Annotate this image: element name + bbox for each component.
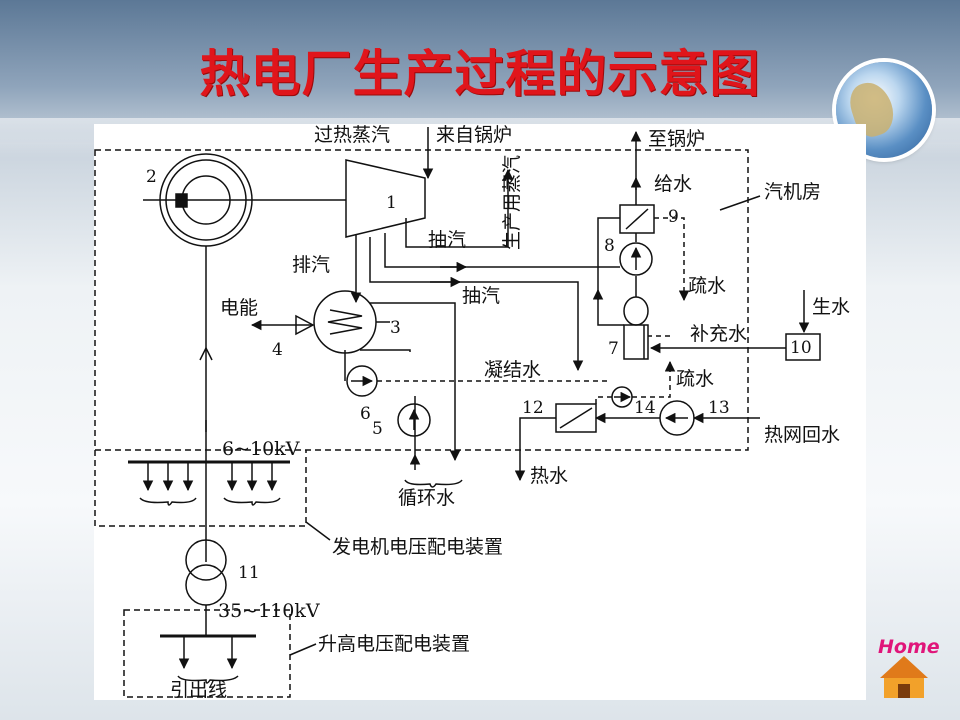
label-condensate: 凝结水 — [484, 359, 541, 381]
cooling-water-out — [370, 302, 461, 462]
label-exhaust-steam: 排汽 — [292, 254, 330, 276]
label-outgoing-lines: 引出线 — [170, 679, 227, 701]
steam-turbine — [345, 159, 426, 238]
stepup-switchgear-leader — [289, 643, 317, 656]
label-from-boiler: 来自锅炉 — [436, 124, 512, 146]
label-heating-return: 热网回水 — [764, 424, 840, 446]
drain-pump — [611, 386, 633, 408]
condensate-pump — [344, 350, 378, 397]
label-hot-water: 热水 — [530, 465, 568, 487]
label-extraction-1: 抽汽 — [428, 229, 466, 251]
label-extraction-2: 抽汽 — [462, 285, 500, 307]
num-4: 4 — [272, 340, 283, 360]
generator — [143, 153, 346, 247]
label-generator-switchgear: 发电机电压配电装置 — [332, 536, 503, 558]
feed-pump — [619, 242, 653, 276]
circulating-pump — [397, 403, 431, 437]
stepup-switchgear-boundary — [123, 609, 291, 698]
production-steam-line — [405, 168, 514, 248]
turbine-room-leader — [719, 195, 761, 211]
generator-switchgear-leader — [305, 521, 331, 541]
hp-heater — [619, 204, 655, 234]
num-8: 8 — [604, 236, 615, 256]
num-10: 10 — [790, 338, 812, 358]
label-drain-2: 疏水 — [676, 368, 714, 390]
label-electric-energy: 电能 — [220, 297, 258, 319]
slide-title: 热电厂生产过程的示意图 — [199, 45, 761, 103]
num-2: 2 — [146, 167, 157, 187]
diagram-panel — [94, 124, 866, 700]
condenser — [313, 290, 390, 354]
num-5: 5 — [372, 419, 383, 439]
label-makeup-water: 补充水 — [690, 323, 747, 345]
network-heater — [555, 403, 597, 433]
water-treatment-10 — [785, 333, 821, 361]
generator-switchgear-boundary — [94, 450, 307, 527]
label-stepup-switchgear: 升高电压配电装置 — [318, 633, 470, 655]
label-circulating-water: 循环水 — [398, 487, 455, 509]
home-icon[interactable] — [880, 656, 928, 698]
network-pump — [659, 400, 695, 436]
extraction-line-network-heater — [369, 237, 584, 372]
label-production-steam: 生产用蒸汽 — [501, 155, 523, 250]
extraction-line-heater — [384, 233, 620, 268]
label-voltage-low: 6~10kV — [222, 438, 300, 460]
label-drain-1: 疏水 — [688, 275, 726, 297]
label-superheated-steam: 过热蒸汽 — [314, 124, 390, 146]
label-voltage-high: 35~110kV — [218, 600, 320, 622]
num-7: 7 — [608, 339, 619, 359]
label-to-boiler: 至锅炉 — [648, 128, 705, 150]
hot-water-out — [514, 417, 556, 482]
electric-triangle-4 — [295, 314, 315, 336]
num-13: 13 — [708, 398, 730, 418]
label-raw-water: 生水 — [812, 296, 850, 318]
num-14: 14 — [634, 398, 656, 418]
num-3: 3 — [390, 318, 401, 338]
home-button[interactable]: Home — [878, 636, 940, 658]
label-turbine-room: 汽机房 — [764, 181, 821, 203]
turbine-room-boundary — [94, 149, 749, 451]
label-feed-water: 给水 — [654, 173, 692, 195]
num-9: 9 — [668, 207, 679, 227]
num-1: 1 — [386, 193, 397, 213]
deaerator — [623, 296, 649, 360]
num-12: 12 — [522, 398, 544, 418]
num-11: 11 — [238, 563, 260, 583]
num-6: 6 — [360, 404, 371, 424]
